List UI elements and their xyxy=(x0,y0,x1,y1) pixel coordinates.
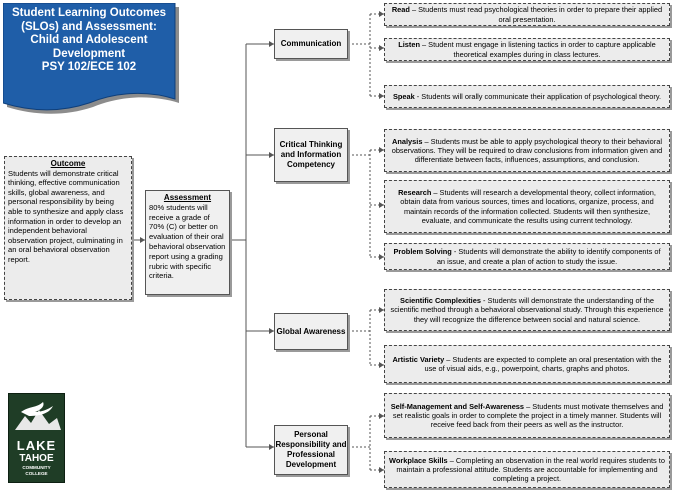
title-line: Child and Adolescent xyxy=(30,34,148,46)
category-personal-responsibility: Personal Responsibility and Professional… xyxy=(274,425,348,475)
detail-artistic-variety: Artistic Variety – Students are expected… xyxy=(384,345,670,383)
detail-listen: Listen – Student must engage in listenin… xyxy=(384,38,670,61)
detail-read: Read – Students must read psychological … xyxy=(384,3,670,26)
title-banner: Student Learning Outcomes (SLOs) and Ass… xyxy=(3,3,179,114)
detail-term: Problem Solving xyxy=(393,247,452,257)
assessment-text: 80% students will receive a grade of 70%… xyxy=(149,202,226,281)
detail-scientific-complexities: Scientific Complexities - Students will … xyxy=(384,289,670,331)
category-label: Personal Responsibility and Professional… xyxy=(275,430,347,469)
title-line: (SLOs) and Assessment: xyxy=(21,20,157,33)
detail-analysis: Analysis – Students must be able to appl… xyxy=(384,129,670,172)
detail-self-management: Self-Management and Self-Awareness – Stu… xyxy=(384,393,670,438)
detail-term: Listen xyxy=(398,40,420,50)
category-communication: Communication xyxy=(274,29,348,59)
detail-text: – Students must be able to apply psychol… xyxy=(391,136,663,165)
category-label: Critical Thinking and Information Compet… xyxy=(279,140,343,169)
logo-line-3: COMMUNITY COLLEGE xyxy=(22,465,51,476)
title-line: PSY 102/ECE 102 xyxy=(41,61,137,73)
detail-problem-solving: Problem Solving - Students will demonstr… xyxy=(384,243,670,270)
detail-text: – Students will research a developmental… xyxy=(400,187,656,225)
detail-speak: Speak - Students will orally communicate… xyxy=(384,85,670,108)
detail-term: Analysis xyxy=(392,136,423,146)
logo-line-2: TAHOE xyxy=(19,453,54,464)
detail-term: Scientific Complexities xyxy=(400,296,481,306)
detail-term: Read xyxy=(391,5,410,15)
detail-term: Artistic Variety xyxy=(392,354,445,364)
detail-text: – Completing an observation in the real … xyxy=(396,455,665,484)
college-logo: LAKE TAHOE COMMUNITY COLLEGE xyxy=(8,393,65,483)
title-document-shape xyxy=(3,3,179,114)
detail-term: Research xyxy=(398,187,432,197)
detail-text: - Students will orally communicate their… xyxy=(414,91,662,101)
logo-line-1: LAKE xyxy=(16,438,57,453)
assessment-box: Assessment 80% students will receive a g… xyxy=(145,190,230,295)
detail-term: Workplace Skills xyxy=(389,455,448,465)
detail-workplace-skills: Workplace Skills – Completing an observa… xyxy=(384,451,670,488)
detail-text: – Students must motivate themselves and … xyxy=(392,401,664,430)
detail-text: - Students will demonstrate the ability … xyxy=(436,247,661,266)
detail-research: Research – Students will research a deve… xyxy=(384,180,670,233)
outcome-box: Outcome Students will demonstrate critic… xyxy=(4,156,132,300)
outcome-text: Students will demonstrate critical think… xyxy=(8,168,124,264)
category-critical-thinking: Critical Thinking and Information Compet… xyxy=(274,128,348,182)
detail-text: – Student must engage in listening tacti… xyxy=(419,40,656,59)
category-label: Communication xyxy=(280,39,342,48)
category-label: Global Awareness xyxy=(276,326,346,336)
outcome-heading: Outcome xyxy=(50,159,86,168)
title-line: Student Learning Outcomes xyxy=(12,7,166,19)
diagram-title: Student Learning Outcomes (SLOs) and Ass… xyxy=(3,7,175,75)
mountain-bird-icon xyxy=(15,402,61,430)
title-line: Development xyxy=(52,47,126,60)
detail-text: – Students must read psychological theor… xyxy=(409,5,663,24)
detail-term: Self-Management and Self-Awareness xyxy=(390,401,525,411)
detail-term: Speak xyxy=(392,91,415,101)
assessment-heading: Assessment xyxy=(163,193,212,202)
category-global-awareness: Global Awareness xyxy=(274,313,348,350)
detail-text: – Students are expected to complete an o… xyxy=(424,354,662,373)
detail-text: - Students will demonstrate the understa… xyxy=(390,296,664,324)
